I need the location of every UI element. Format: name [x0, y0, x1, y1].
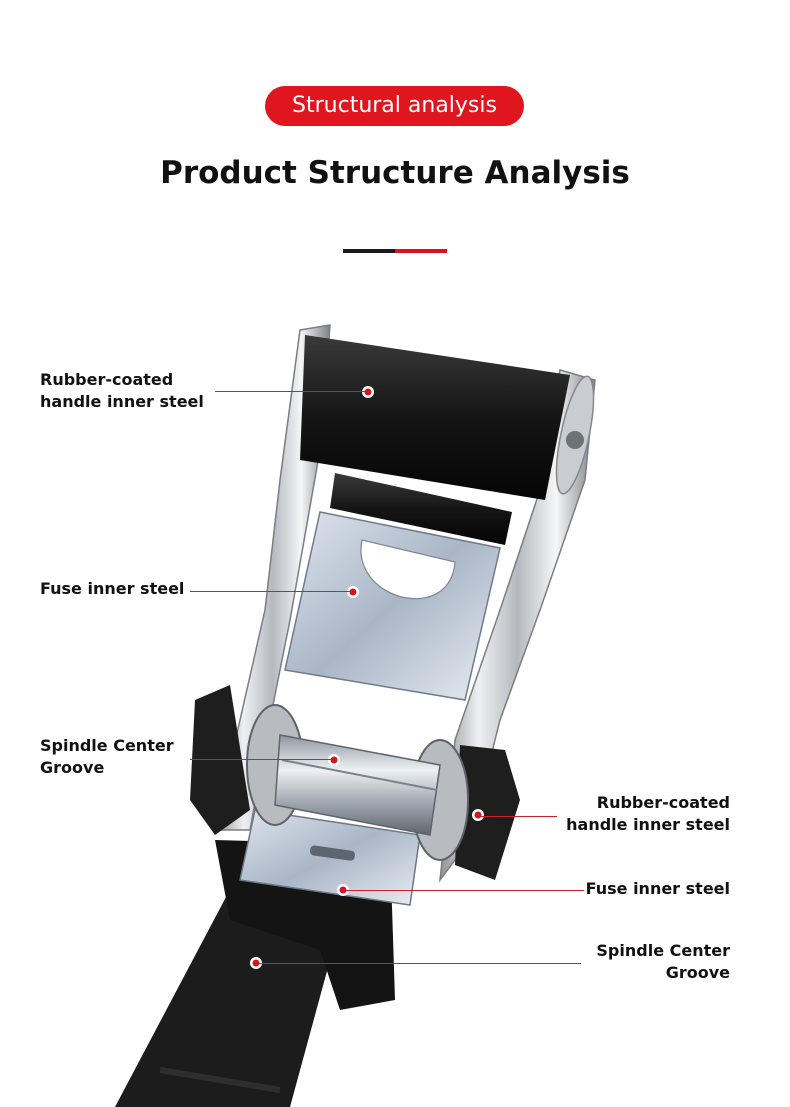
callout-label: Fuse inner steel [40, 579, 185, 598]
section-badge: Structural analysis [265, 86, 524, 126]
callout-label: Fuse inner steel [585, 879, 730, 898]
title-rule-dark [343, 249, 395, 253]
callout-label: Rubber-coated handle inner steel [566, 793, 730, 834]
spindle-shape [274, 734, 441, 836]
title-rule-red [395, 249, 447, 253]
page-title: Product Structure Analysis [160, 155, 630, 191]
leader-line [481, 816, 557, 817]
leader-line [346, 890, 584, 891]
inner-plate-shape [284, 511, 501, 701]
callout-label: Spindle Center Groove [596, 941, 730, 982]
knob-right-shape [455, 745, 520, 880]
leader-line [215, 391, 365, 392]
callout-label: Spindle Center Groove [40, 736, 174, 777]
knob-left-shape [190, 685, 250, 835]
leader-line [190, 759, 331, 760]
rubber-grip-shape [300, 335, 570, 500]
leader-line [190, 591, 350, 592]
leader-line [259, 963, 581, 964]
rubber-pad-shape [330, 473, 512, 545]
callout-label: Rubber-coated handle inner steel [40, 370, 204, 411]
callout-dots [250, 386, 484, 969]
